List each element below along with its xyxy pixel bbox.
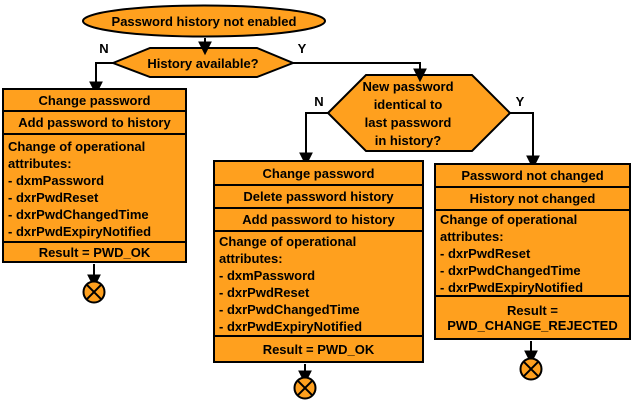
decision-identical-line: in history? — [374, 133, 442, 148]
identical-yes-label: Y — [515, 94, 525, 109]
attributes-header: Change of operational attributes: — [219, 234, 357, 266]
attribute-item: - dxrPwdExpiryNotified — [8, 224, 152, 239]
attributes-row: Change of operational attributes: - dxrP… — [436, 209, 629, 295]
attribute-item: - dxrPwdReset — [440, 246, 531, 261]
step-row: History not changed — [436, 186, 629, 209]
step-row: Add password to history — [4, 110, 185, 133]
attributes-row: Change of operational attributes: - dxmP… — [215, 230, 422, 335]
step-row: Change password — [262, 165, 375, 181]
branch-not-identical-box: Change password Delete password history … — [213, 160, 424, 363]
history-yes-label: Y — [297, 41, 307, 56]
attributes-header: Change of operational attributes: — [8, 139, 146, 171]
decision-identical-label: New password identical to last password … — [352, 78, 464, 150]
edge-history-no — [89, 62, 113, 96]
decision-history-label: History available? — [147, 56, 259, 71]
attribute-item: - dxrPwdExpiryNotified — [440, 280, 584, 295]
edge-history-yes — [293, 62, 427, 83]
attribute-item: - dxmPassword — [219, 268, 316, 283]
result-row: Result = PWD_OK — [215, 335, 422, 361]
step-row: Change password — [38, 92, 151, 108]
start-terminator-shape — [82, 4, 326, 38]
attribute-item: - dxrPwdChangedTime — [219, 302, 360, 317]
attribute-item: - dxrPwdReset — [219, 285, 310, 300]
end-node-middle-icon — [293, 376, 317, 400]
decision-identical-line: last password — [364, 115, 452, 130]
step-row: Add password to history — [215, 207, 422, 230]
history-no-label: N — [99, 41, 109, 56]
attribute-item: - dxmPassword — [8, 173, 105, 188]
edge-identical-no — [299, 112, 328, 167]
result-row: Result = PWD_CHANGE_REJECTED — [436, 295, 629, 338]
result-row: Result = PWD_OK — [4, 241, 185, 261]
step-row: Password not changed — [461, 168, 604, 183]
end-node-left-icon — [82, 280, 106, 304]
decision-identical-line: New password — [362, 79, 454, 94]
end-node-right-icon — [519, 357, 543, 381]
attribute-item: - dxrPwdExpiryNotified — [219, 319, 363, 334]
step-row: Delete password history — [215, 184, 422, 207]
branch-identical-box: Password not changed History not changed… — [434, 163, 631, 340]
branch-no-history-box: Change password Add password to history … — [2, 88, 187, 263]
attribute-item: - dxrPwdChangedTime — [8, 207, 149, 222]
edge-identical-yes — [510, 112, 540, 170]
attribute-item: - dxrPwdChangedTime — [440, 263, 581, 278]
attribute-item: - dxrPwdReset — [8, 190, 99, 205]
attributes-header: Change of operational attributes: — [440, 212, 578, 244]
attributes-row: Change of operational attributes: - dxmP… — [4, 133, 185, 241]
decision-identical-line: identical to — [373, 97, 443, 112]
start-terminator-label: Password history not enabled — [111, 14, 297, 29]
identical-no-label: N — [314, 94, 324, 109]
